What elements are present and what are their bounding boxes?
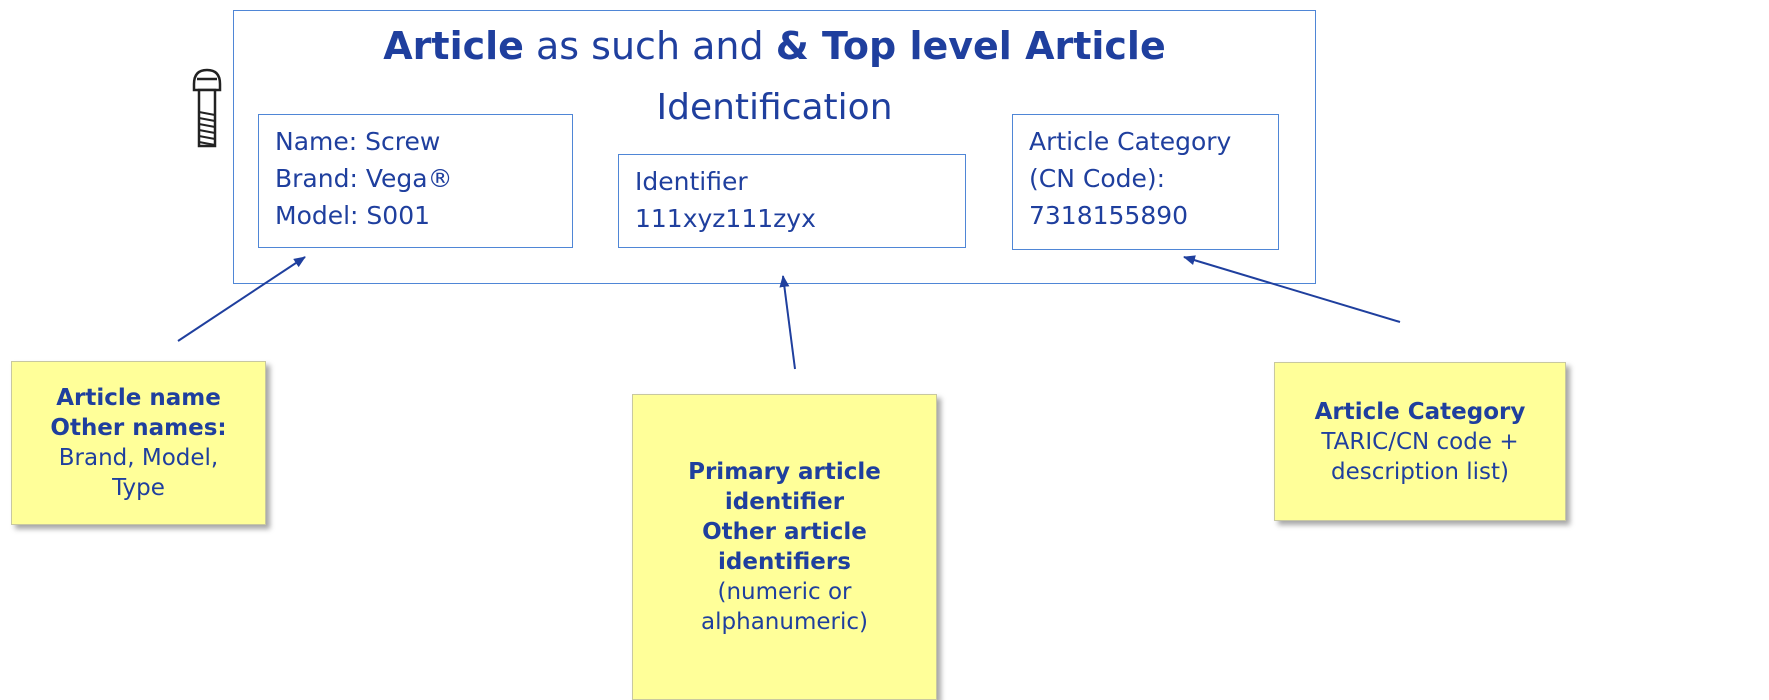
identifier-value: 111xyz111zyx [635, 204, 816, 233]
primary-identifier-note: Primary article identifier Other article… [632, 394, 937, 700]
category-note-text-2: description list) [1331, 458, 1509, 485]
title-connector: as such and [523, 24, 776, 68]
identification-panel [233, 10, 1316, 284]
identifier-label: Identifier [635, 167, 748, 196]
title-top-level-article: & Top level Article [775, 24, 1166, 68]
category-line-2: (CN Code): [1029, 164, 1166, 193]
category-value: 7318155890 [1029, 201, 1189, 230]
model-line: Model: S001 [275, 201, 431, 230]
title-article: Article [383, 24, 524, 68]
identifier-arrow [779, 275, 796, 370]
article-category-note: Article Category TARIC/CN code + descrip… [1274, 362, 1566, 521]
category-note-bold-1: Article Category [1314, 398, 1526, 425]
article-name-note: Article name Other names: Brand, Model, … [11, 361, 266, 525]
category-arrow [1183, 255, 1401, 323]
identifier-note-bold-4: identifiers [718, 549, 851, 575]
brand-line: Brand: Vega® [275, 164, 453, 193]
category-note-text-1: TARIC/CN code + [1321, 428, 1519, 455]
category-line-1: Article Category [1029, 127, 1232, 156]
name-arrow [177, 256, 306, 342]
identifier-field-box: Identifier 111xyz111zyx [618, 154, 966, 248]
name-note-bold-1: Article name [56, 385, 221, 411]
screw-icon [192, 68, 222, 148]
name-note-bold-2: Other names: [50, 415, 227, 441]
identifier-note-text-1: (numeric or [717, 579, 852, 605]
identifier-note-bold-1: Primary article [688, 459, 881, 485]
identifier-note-text-2: alphanumeric) [701, 609, 868, 635]
category-field-box: Article Category (CN Code): 7318155890 [1012, 114, 1279, 250]
name-line: Name: Screw [275, 127, 441, 156]
panel-subtitle: Identification [656, 87, 893, 128]
name-field-box: Name: Screw Brand: Vega® Model: S001 [258, 114, 573, 248]
identifier-note-bold-3: Other article [702, 519, 867, 545]
identifier-note-bold-2: identifier [724, 489, 845, 515]
name-note-text-2: Type [112, 475, 165, 501]
panel-title: Article as such and & Top level Article [233, 20, 1316, 72]
name-note-text-1: Brand, Model, [58, 445, 219, 471]
